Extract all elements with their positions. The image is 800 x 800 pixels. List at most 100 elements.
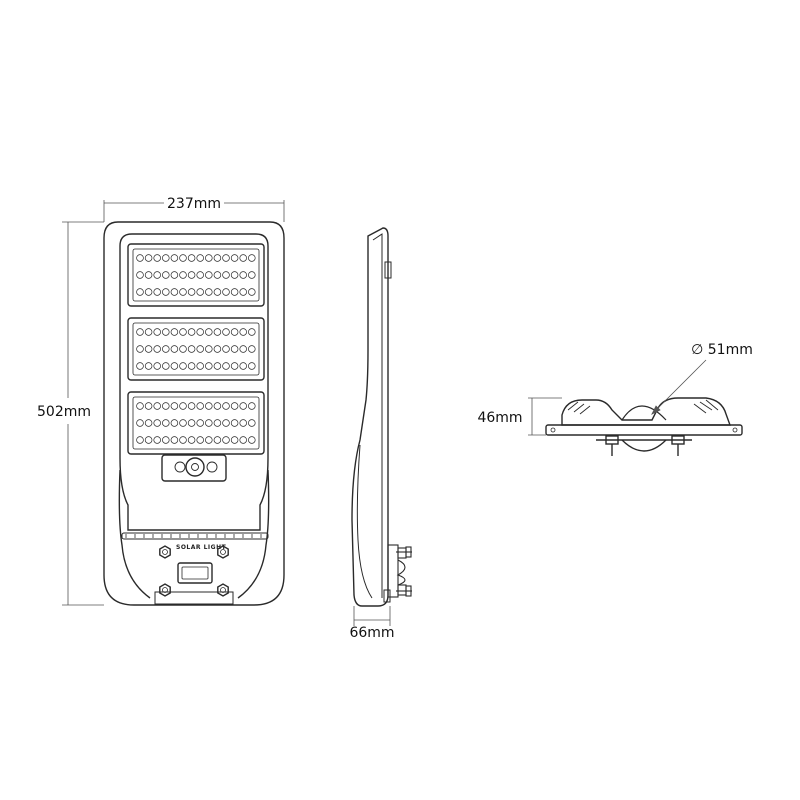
led-dot	[205, 271, 213, 279]
led-dot	[187, 328, 196, 336]
mount-body	[561, 397, 731, 426]
lower-contour-right	[237, 469, 270, 599]
led-dot	[179, 288, 187, 296]
led-dot	[248, 271, 256, 279]
led-dot	[162, 288, 170, 296]
led-panel-2	[127, 317, 265, 381]
led-dot	[213, 402, 222, 410]
led-dot	[239, 328, 247, 336]
led-dot	[162, 362, 170, 370]
led-panel-3	[127, 391, 265, 455]
led-dot	[230, 345, 239, 353]
led-dot	[213, 271, 222, 279]
led-dot	[222, 345, 230, 353]
led-dot	[230, 402, 239, 410]
led-dot	[196, 288, 204, 296]
led-dot	[170, 419, 179, 427]
led-dot	[196, 345, 204, 353]
led-dot	[196, 254, 204, 262]
mount-end-view	[545, 397, 743, 456]
sensor-module	[161, 454, 227, 482]
led-dot	[222, 436, 230, 444]
led-dot	[222, 362, 230, 370]
led-dot	[239, 288, 247, 296]
led-dot	[196, 436, 204, 444]
led-dot	[222, 402, 230, 410]
led-dot	[230, 271, 239, 279]
led-dot	[239, 436, 247, 444]
led-dot	[170, 402, 179, 410]
led-dot	[179, 436, 187, 444]
led-dot	[187, 419, 196, 427]
height-label: 502mm	[37, 404, 91, 420]
led-dot	[153, 288, 161, 296]
led-dot	[187, 402, 196, 410]
led-dot	[230, 328, 239, 336]
led-dot	[239, 271, 247, 279]
led-dot	[213, 362, 222, 370]
side-profile-outer	[351, 227, 389, 607]
led-dot	[162, 436, 170, 444]
led-dot	[248, 402, 256, 410]
side-view	[351, 227, 412, 607]
hex-bolt	[159, 583, 171, 597]
front-view: SOLAR LIGHT	[103, 221, 285, 606]
pir-sensor	[185, 457, 205, 477]
led-dot	[248, 254, 256, 262]
panel-frame	[119, 233, 269, 531]
led-dot	[213, 328, 222, 336]
led-dot	[153, 402, 161, 410]
led-dot	[144, 328, 153, 336]
led-dot	[179, 254, 187, 262]
led-dot	[213, 436, 222, 444]
led-dot	[222, 419, 230, 427]
led-dot	[144, 288, 153, 296]
led-dot	[187, 288, 196, 296]
mount-left-fins	[567, 401, 591, 415]
led-dot	[213, 254, 222, 262]
hex-bolt	[217, 583, 229, 597]
led-dot	[170, 288, 179, 296]
led-dot	[187, 254, 196, 262]
hex-bolt-center	[162, 549, 168, 555]
led-dot	[239, 419, 247, 427]
led-dot	[196, 419, 204, 427]
led-dot	[179, 345, 187, 353]
led-panel-1-inner	[132, 248, 260, 302]
width-dimension	[103, 200, 285, 222]
mount-base-plate	[545, 424, 743, 436]
led-dot	[170, 271, 179, 279]
led-dot	[222, 288, 230, 296]
mount-arch	[621, 405, 667, 421]
led-dot	[170, 345, 179, 353]
led-dot	[205, 254, 213, 262]
led-dot	[248, 328, 256, 336]
mount-right-fins	[693, 399, 719, 414]
led-dot	[239, 254, 247, 262]
led-dot	[196, 362, 204, 370]
side-bottom-cap	[383, 589, 391, 603]
pir-sensor-inner	[191, 463, 199, 471]
led-panel-3-inner	[132, 396, 260, 450]
led-dot	[170, 254, 179, 262]
pole-clamp	[621, 439, 667, 452]
led-dot	[213, 288, 222, 296]
led-dot	[196, 402, 204, 410]
led-dot	[136, 345, 144, 353]
led-dot	[136, 288, 144, 296]
led-dot	[179, 328, 187, 336]
led-dot	[170, 436, 179, 444]
led-dot	[205, 328, 213, 336]
led-grid	[136, 254, 256, 444]
led-dot	[205, 419, 213, 427]
led-dot	[153, 345, 161, 353]
lower-contour-left	[118, 469, 151, 599]
sensor-indicator-left	[174, 461, 186, 473]
diameter-leader	[651, 359, 707, 415]
led-dot	[196, 328, 204, 336]
hex-bolt-center	[220, 549, 226, 555]
mount-height-dimension	[528, 397, 562, 436]
height-dimension	[62, 221, 104, 606]
hex-bolt	[217, 545, 229, 559]
led-dot	[205, 436, 213, 444]
